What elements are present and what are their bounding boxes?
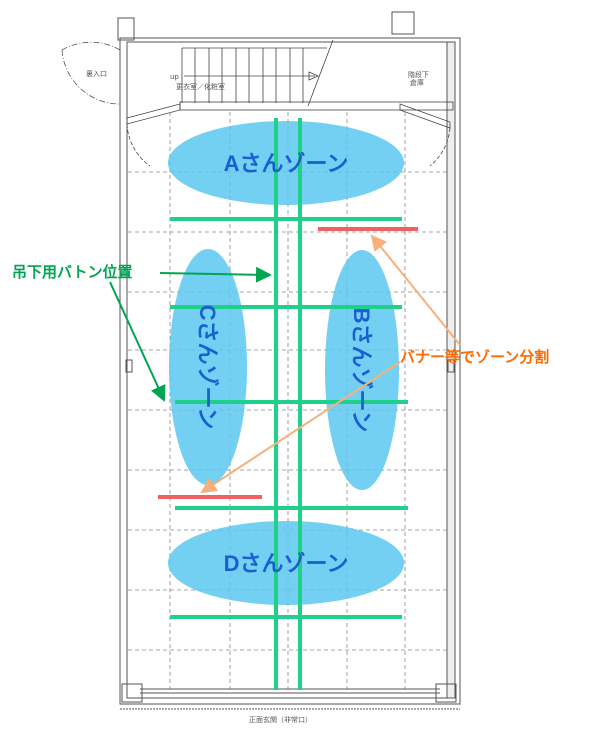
dressing-room-label: 更衣室／化粧室 (176, 82, 225, 91)
zone-d-area (168, 521, 404, 605)
storage-label-1: 階段下 (408, 70, 429, 79)
zone-b-area (325, 250, 399, 490)
zone-a-label: Aさんゾーン (224, 151, 349, 176)
stairs-up-label: up (170, 73, 179, 81)
back-entrance-label: 裏入口 (86, 69, 107, 78)
zone-b-label: Bさんゾーン (349, 308, 374, 433)
zone-c-label: Cさんゾーン (195, 305, 220, 430)
banner-callout-arrows (200, 234, 461, 494)
batten-callout-arrows (109, 266, 272, 402)
front-entrance-label: 正面玄関（非常口） (249, 715, 312, 724)
zone-d-label: Dさんゾーン (224, 551, 349, 576)
building-walls (117, 11, 461, 710)
batten-callout-label: 吊下用バトン位置 (12, 263, 132, 281)
battens (170, 118, 408, 690)
banner-callout-label: バナー等でゾーン分割 (400, 348, 549, 366)
stairs (126, 39, 454, 167)
back-door (61, 41, 121, 105)
zone-a-area (168, 121, 404, 205)
storage-label-2: 倉庫 (410, 78, 424, 87)
